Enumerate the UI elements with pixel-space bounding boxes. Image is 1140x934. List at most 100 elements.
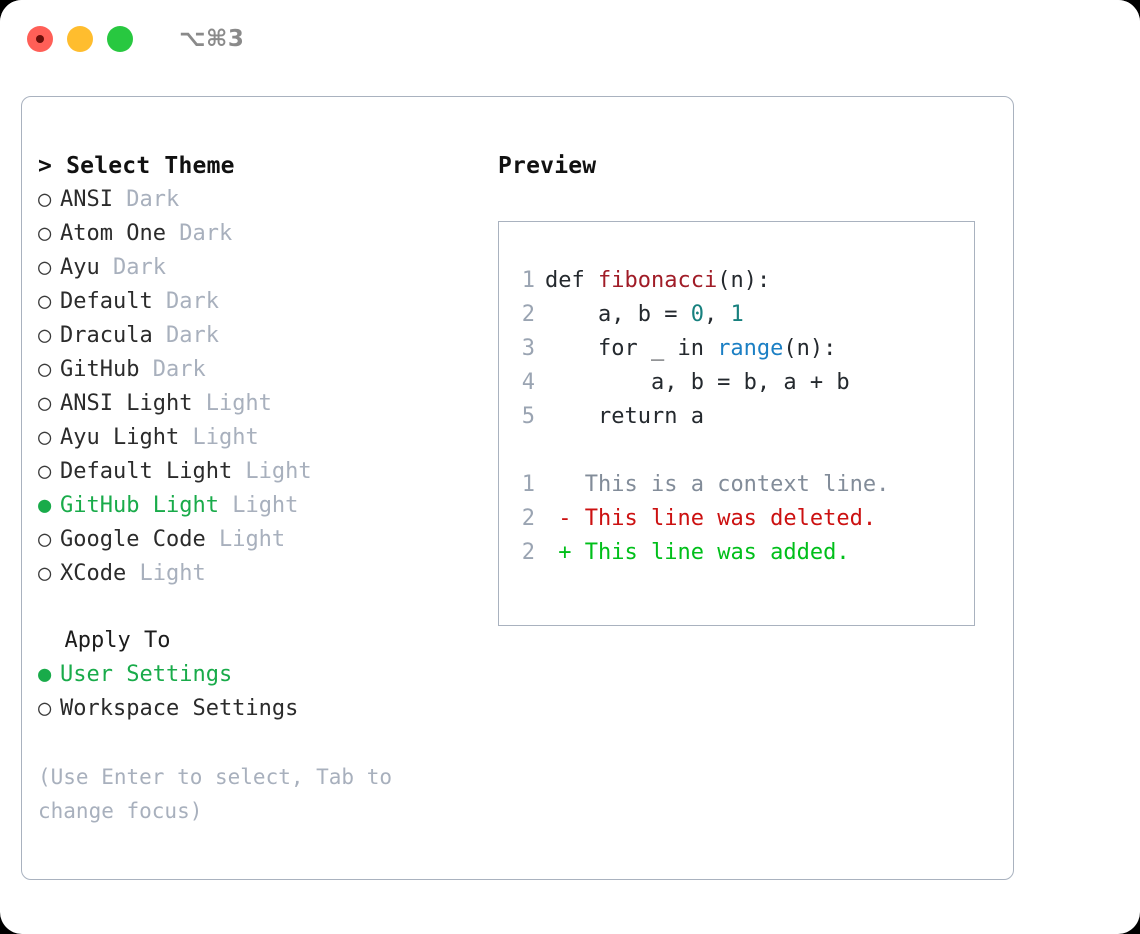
radio-unselected-icon: ○ bbox=[38, 527, 52, 552]
code-token-plain: return a bbox=[545, 404, 704, 429]
theme-option-xcode[interactable]: ○ XCode Light bbox=[38, 557, 484, 591]
theme-option-google-code[interactable]: ○ Google Code Light bbox=[38, 523, 484, 557]
radio-unselected-icon: ○ bbox=[38, 459, 52, 484]
radio-unselected-icon: ○ bbox=[38, 187, 52, 212]
theme-option-dracula[interactable]: ○Dracula Dark bbox=[38, 319, 484, 353]
diff-marker-icon: + bbox=[545, 540, 572, 565]
code-line: 2 a, b = 0, 1 bbox=[499, 298, 974, 332]
theme-option-label: Atom One bbox=[60, 221, 166, 246]
theme-option-label: Google Code bbox=[60, 527, 206, 552]
theme-list[interactable]: ○ANSI Dark○Atom One Dark○Ayu Dark○Defaul… bbox=[38, 183, 484, 591]
theme-option-variant: Light bbox=[218, 493, 299, 518]
theme-option-label: Default bbox=[60, 289, 153, 314]
theme-option-variant: Dark bbox=[112, 187, 180, 212]
theme-option-atom-one[interactable]: ○ Atom One Dark bbox=[38, 217, 484, 251]
theme-option-variant: Light bbox=[205, 527, 286, 552]
code-token-plain: a, b = bbox=[545, 302, 691, 327]
radio-unselected-icon: ○ bbox=[38, 357, 52, 382]
apply-to-option-label: User Settings bbox=[60, 662, 233, 687]
radio-selected-icon: ● bbox=[38, 662, 52, 687]
theme-option-ayu[interactable]: ○ Ayu Dark bbox=[38, 251, 484, 285]
theme-option-github-light[interactable]: ● GitHub Light Light bbox=[38, 489, 484, 523]
theme-option-label: ANSI Light bbox=[60, 391, 193, 416]
theme-option-variant: Dark bbox=[152, 289, 219, 314]
apply-to-option-workspace-settings[interactable]: ○ Workspace Settings bbox=[38, 692, 484, 726]
diff-line-text: This line was deleted. bbox=[571, 506, 877, 531]
diff-marker-icon: - bbox=[545, 506, 572, 531]
apply-to-list[interactable]: ● User Settings ○ Workspace Settings bbox=[38, 658, 484, 726]
radio-unselected-icon: ○ bbox=[38, 425, 52, 450]
diff-line-number: 2 bbox=[521, 540, 535, 565]
code-line-number: 1 bbox=[521, 268, 535, 293]
diff-line-text: This is a context line. bbox=[571, 472, 890, 497]
theme-option-label: Dracula bbox=[60, 323, 153, 348]
theme-option-label: Ayu bbox=[60, 255, 100, 280]
code-diff-spacer bbox=[499, 434, 974, 468]
theme-option-default-light[interactable]: ○Default Light Light bbox=[38, 455, 484, 489]
theme-option-label: Default Light bbox=[60, 459, 233, 484]
apply-to-option-user-settings[interactable]: ● User Settings bbox=[38, 658, 484, 692]
diff-line-added: 2 + This line was added. bbox=[499, 536, 974, 570]
code-token-plain: (n): bbox=[717, 268, 771, 293]
theme-option-label: GitHub Light bbox=[60, 493, 219, 518]
code-token-plain: , bbox=[703, 302, 731, 327]
diff-line-number: 1 bbox=[521, 472, 535, 497]
theme-option-variant: Light bbox=[126, 561, 206, 586]
diff-marker-icon bbox=[545, 472, 572, 497]
theme-option-variant: Dark bbox=[165, 221, 233, 246]
code-line-number: 4 bbox=[521, 370, 535, 395]
content-panel: > Select Theme ○ANSI Dark○Atom One Dark○… bbox=[21, 96, 1014, 880]
theme-option-label: ANSI bbox=[60, 187, 113, 212]
code-line: 1 def fibonacci(n): bbox=[499, 264, 974, 298]
theme-option-label: Ayu Light bbox=[60, 425, 180, 450]
apply-to-option-label: Workspace Settings bbox=[60, 696, 299, 721]
apply-to-header: Apply To bbox=[38, 628, 171, 653]
diff-line-context: 1 This is a context line. bbox=[499, 468, 974, 502]
select-theme-header: > Select Theme bbox=[38, 153, 235, 179]
theme-option-default[interactable]: ○Default Dark bbox=[38, 285, 484, 319]
radio-unselected-icon: ○ bbox=[38, 696, 52, 721]
preview-header: Preview bbox=[498, 153, 597, 179]
title-bar: ⌥⌘3 bbox=[0, 0, 1140, 78]
theme-option-github[interactable]: ○ GitHub Dark bbox=[38, 353, 484, 387]
radio-unselected-icon: ○ bbox=[38, 255, 52, 280]
keyboard-shortcut-label: ⌥⌘3 bbox=[179, 26, 245, 52]
code-line-number: 2 bbox=[521, 302, 535, 327]
theme-selector-column: > Select Theme ○ANSI Dark○Atom One Dark○… bbox=[22, 97, 484, 879]
radio-unselected-icon: ○ bbox=[38, 561, 52, 586]
theme-option-variant: Dark bbox=[99, 255, 166, 280]
radio-unselected-icon: ○ bbox=[38, 391, 52, 416]
code-token-plain: for _ in bbox=[545, 336, 718, 361]
diff-line-number: 2 bbox=[521, 506, 535, 531]
radio-selected-icon: ● bbox=[38, 493, 52, 518]
code-token-num: 1 bbox=[730, 302, 744, 327]
code-token-num: 0 bbox=[690, 302, 704, 327]
theme-option-ayu-light[interactable]: ○ Ayu Light Light bbox=[38, 421, 484, 455]
code-token-call: range bbox=[717, 336, 784, 361]
keyboard-hint-text: (Use Enter to select, Tab to change focu… bbox=[38, 765, 405, 823]
theme-option-ansi-light[interactable]: ○ ANSI Light Light bbox=[38, 387, 484, 421]
code-token-func: fibonacci bbox=[597, 268, 718, 293]
code-line: 4 a, b = b, a + b bbox=[499, 366, 974, 400]
code-line: 3 for _ in range(n): bbox=[499, 332, 974, 366]
close-window-button[interactable] bbox=[27, 26, 53, 52]
theme-option-label: GitHub bbox=[60, 357, 140, 382]
radio-unselected-icon: ○ bbox=[38, 221, 52, 246]
code-token-plain: def bbox=[545, 268, 598, 293]
theme-option-variant: Light bbox=[179, 425, 259, 450]
theme-option-variant: Dark bbox=[152, 323, 219, 348]
code-line-number: 3 bbox=[521, 336, 535, 361]
code-token-plain: (n): bbox=[783, 336, 837, 361]
maximize-window-button[interactable] bbox=[107, 26, 133, 52]
theme-option-label: XCode bbox=[60, 561, 127, 586]
code-token-plain: a, b = b, a + b bbox=[545, 370, 850, 395]
code-line: 5 return a bbox=[499, 400, 974, 434]
theme-option-ansi[interactable]: ○ ANSI Dark bbox=[38, 183, 484, 217]
minimize-window-button[interactable] bbox=[67, 26, 93, 52]
theme-option-variant: Dark bbox=[139, 357, 206, 382]
diff-line-text: This line was added. bbox=[571, 540, 850, 565]
theme-option-variant: Light bbox=[192, 391, 272, 416]
